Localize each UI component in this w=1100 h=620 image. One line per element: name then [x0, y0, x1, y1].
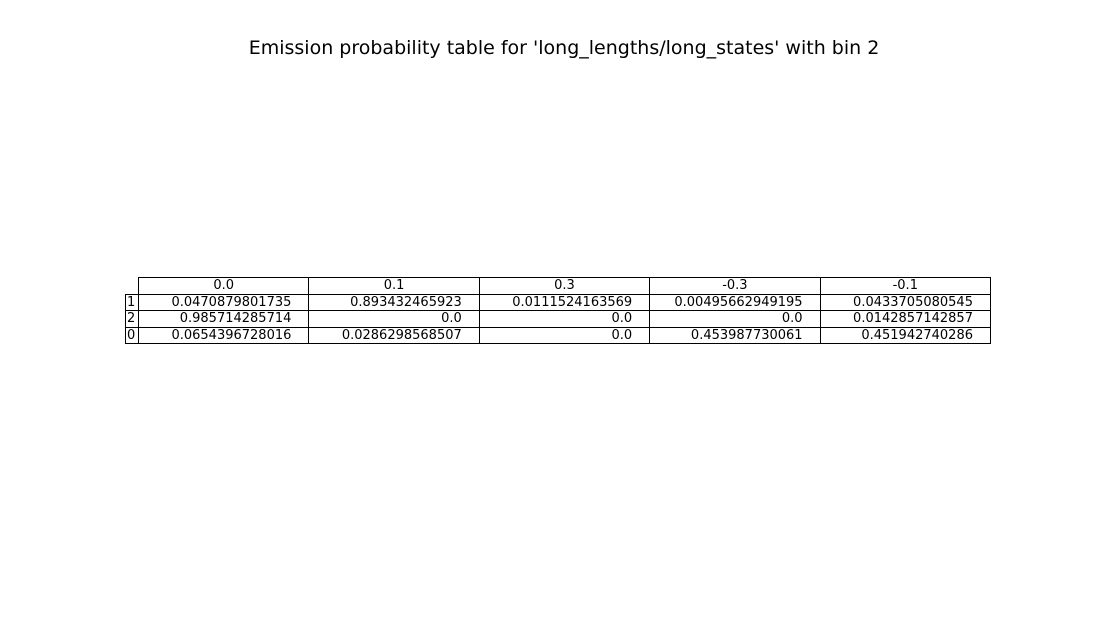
- table-cell-r2-c4: 0.451942740286: [819, 326, 991, 344]
- table-cell-r2-c2-text: 0.0: [611, 327, 633, 343]
- table-cell-r0-c1-text: 0.893432465923: [350, 294, 462, 310]
- column-header-4-text: -0.1: [892, 278, 918, 294]
- column-header-1: 0.1: [308, 277, 480, 295]
- row-header-1-text: 2: [127, 311, 136, 327]
- table-cell-r0-c0: 0.0470879801735: [138, 293, 310, 311]
- table-cell-r0-c2-text: 0.0111524163569: [512, 294, 633, 310]
- table-cell-r1-c1-text: 0.0: [441, 311, 462, 327]
- table-cell-r2-c1-text: 0.0286298568507: [341, 327, 462, 343]
- table-cell-r1-c2: 0.0: [478, 310, 651, 328]
- table-cell-r1-c2-text: 0.0: [611, 311, 633, 327]
- column-header-4: -0.1: [819, 277, 991, 295]
- column-header-0-text: 0.0: [213, 278, 235, 294]
- table-cell-r1-c0-text: 0.985714285714: [179, 311, 292, 327]
- table-cell-r0-c1: 0.893432465923: [308, 293, 480, 311]
- column-header-2: 0.3: [478, 277, 651, 295]
- table-cell-r2-c3: 0.453987730061: [649, 326, 821, 344]
- table-cell-r2-c3-text: 0.453987730061: [690, 327, 803, 343]
- chart-title: Emission probability table for 'long_len…: [248, 37, 880, 59]
- row-header-0: 1: [125, 293, 139, 311]
- column-header-1-text: 0.1: [383, 278, 405, 294]
- table-cell-r2-c4-text: 0.451942740286: [861, 327, 973, 343]
- table-cell-r1-c4-text: 0.0142857142857: [853, 311, 973, 327]
- table-cell-r1-c0: 0.985714285714: [138, 310, 310, 328]
- table-cell-r0-c0-text: 0.0470879801735: [171, 294, 292, 310]
- table-cell-r1-c4: 0.0142857142857: [819, 310, 991, 328]
- table-cell-r2-c2: 0.0: [478, 326, 651, 344]
- table-cell-r0-c3-text: 0.00495662949195: [674, 294, 803, 310]
- table-cell-r1-c3-text: 0.0: [781, 311, 803, 327]
- column-header-3-text: -0.3: [722, 278, 748, 294]
- table-cell-r0-c3: 0.00495662949195: [649, 293, 821, 311]
- table-cell-r2-c0: 0.0654396728016: [138, 326, 310, 344]
- table-cell-r0-c2: 0.0111524163569: [478, 293, 651, 311]
- row-header-0-text: 1: [127, 294, 136, 310]
- column-header-3: -0.3: [649, 277, 821, 295]
- row-header-1: 2: [125, 310, 139, 328]
- column-header-2-text: 0.3: [554, 278, 575, 294]
- column-header-0: 0.0: [138, 277, 310, 295]
- table-cell-r1-c1: 0.0: [308, 310, 480, 328]
- table-cell-r2-c0-text: 0.0654396728016: [171, 327, 292, 343]
- row-header-2-text: 0: [127, 327, 136, 343]
- table-cell-r0-c4: 0.0433705080545: [819, 293, 991, 311]
- row-header-2: 0: [125, 326, 139, 344]
- table-cell-r0-c4-text: 0.0433705080545: [853, 294, 973, 310]
- table-cell-r1-c3: 0.0: [649, 310, 821, 328]
- table-cell-r2-c1: 0.0286298568507: [308, 326, 480, 344]
